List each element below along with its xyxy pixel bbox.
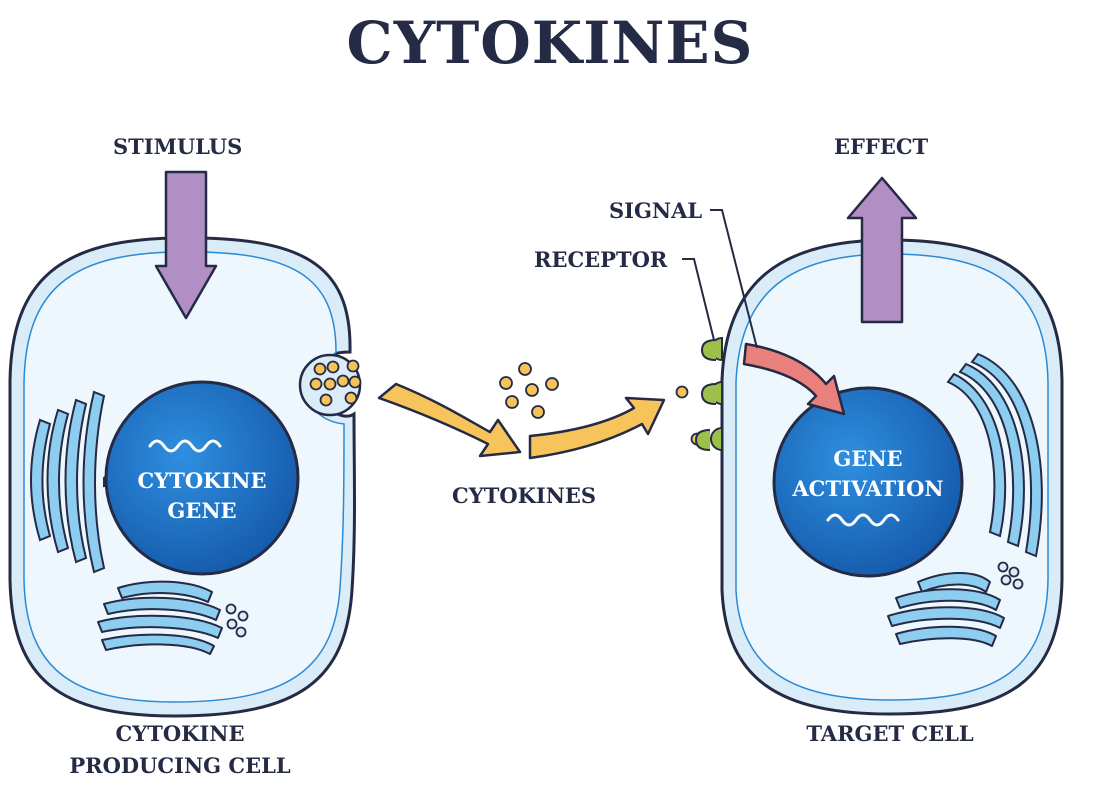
receptor-label: RECEPTOR	[534, 247, 668, 272]
target-cell	[675, 238, 1064, 716]
producing-cell-label-line2: PRODUCING CELL	[69, 753, 291, 778]
signal-label: SIGNAL	[609, 198, 703, 223]
nucleus-right-line2: ACTIVATION	[792, 475, 944, 501]
diagram-title: CYTOKINES	[346, 9, 754, 77]
producing-cell	[8, 236, 362, 718]
vesicle-cytokines	[309, 359, 362, 407]
dna-wave-right-icon	[826, 513, 900, 527]
nucleus-left-line2: GENE	[167, 497, 237, 523]
golgi-vesicles-left	[225, 603, 249, 638]
nucleus-left-line1: CYTOKINE	[137, 468, 267, 493]
dna-wave-left-icon	[148, 439, 222, 453]
golgi-vesicles-right	[997, 561, 1024, 590]
secretion-arrow	[377, 382, 522, 458]
nucleus-right-label: GENE ACTIVATION	[768, 444, 968, 504]
receptor-cups	[694, 339, 717, 451]
nucleus-left	[104, 380, 300, 576]
cytokines-label: CYTOKINES	[452, 483, 597, 508]
effect-label: EFFECT	[834, 134, 929, 159]
endoplasmic-reticulum-left	[30, 390, 125, 574]
golgi-right	[887, 572, 1005, 647]
stimulus-label: STIMULUS	[113, 134, 243, 159]
signal-arrow	[742, 342, 846, 416]
stimulus-arrow	[154, 170, 218, 320]
nucleus-left-label: CYTOKINE GENE	[112, 466, 292, 526]
binding-arrow	[528, 396, 666, 460]
nucleus-right-line1: GENE	[833, 446, 903, 471]
effect-arrow	[846, 176, 918, 324]
receptor-leader-line	[682, 258, 715, 341]
target-cell-label: TARGET CELL	[806, 721, 974, 746]
producing-cell-label-line1: CYTOKINE	[115, 721, 245, 746]
free-cytokines	[499, 362, 559, 419]
nucleus-right	[772, 386, 964, 578]
golgi-left	[97, 580, 223, 655]
signal-leader-line	[710, 209, 758, 349]
